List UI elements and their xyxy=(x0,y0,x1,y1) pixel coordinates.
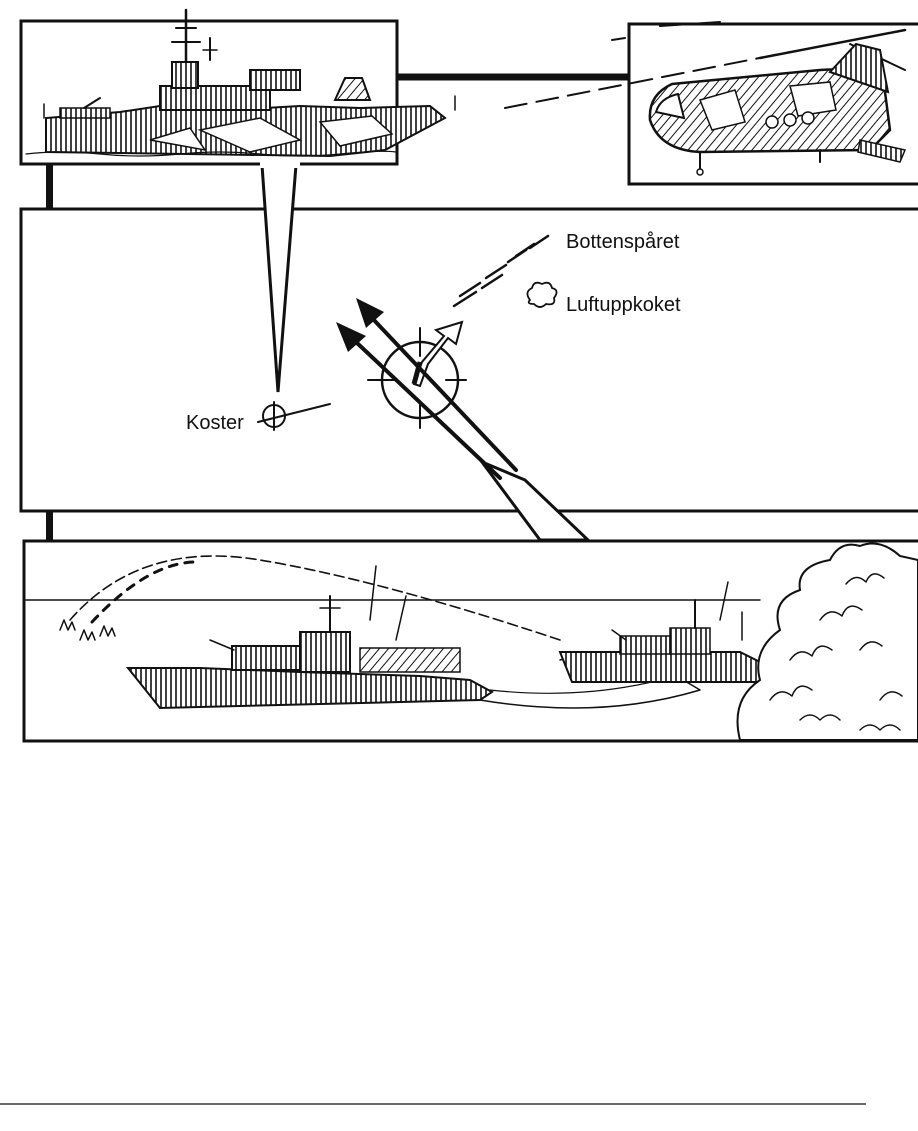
helicopter-panel xyxy=(504,21,918,186)
air-boil-symbol xyxy=(526,281,558,308)
air-boil-label: Luftuppkoket xyxy=(566,294,681,316)
bottom-track-symbol xyxy=(452,234,550,308)
target-crosshair xyxy=(367,320,467,429)
helicopter-illustration xyxy=(504,21,907,176)
water-column-explosion xyxy=(736,542,918,741)
bottom-track-label: Bottenspåret xyxy=(566,231,680,253)
koster-label: Koster xyxy=(186,412,244,434)
map-panel: Koster Bottensp xyxy=(19,162,918,542)
panel-connectors xyxy=(46,73,628,542)
attack-boat-foreground xyxy=(125,565,494,710)
splash-marks xyxy=(59,619,116,641)
koster-position-marker xyxy=(257,401,331,431)
attack-panel xyxy=(22,539,918,743)
camouflaged-ship-illustration xyxy=(25,8,456,158)
attack-track-arrows xyxy=(336,298,518,480)
patrol-ship-panel xyxy=(19,8,456,166)
